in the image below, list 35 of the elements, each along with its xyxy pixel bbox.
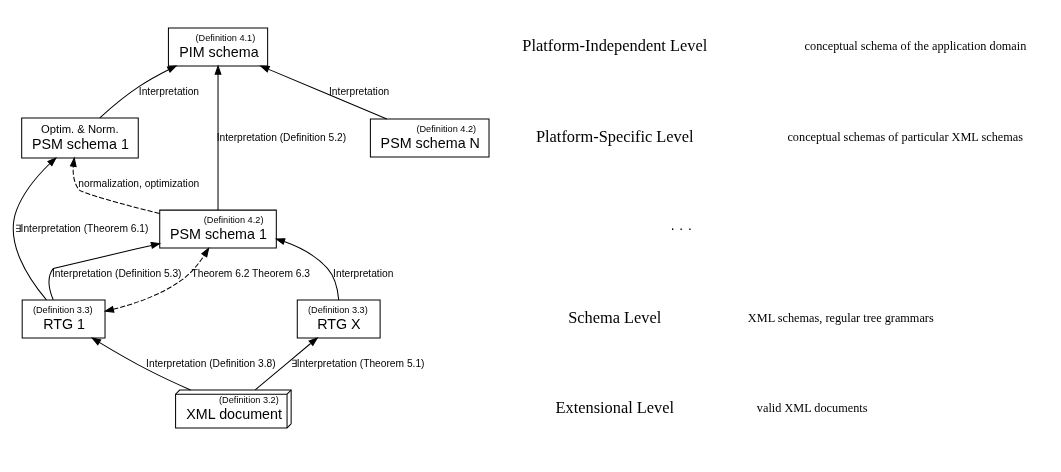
edge-label: Interpretation (Definition 5.2) [216,131,347,143]
edge-label: Theorem 6.2 Theorem 6.3 [191,267,311,279]
node-box: (Definition 4.1) PIM schema [167,27,269,66]
edge-label: ∃Interpretation (Theorem 5.1) [290,357,425,369]
edge-label: Interpretation [329,85,390,97]
label: conceptual schema of the application domain [804,38,1027,53]
edge-label: Interpretation (Definition 3.8) [146,357,276,369]
edge-label: Interpretation [138,85,200,97]
arrow [90,336,192,391]
arrow [214,64,222,211]
node-box: (Definition 3.3) RTG 1 [21,299,106,338]
arrow [259,64,388,119]
label: · · · [670,219,693,236]
edge-label: normalization, optimization [78,177,200,189]
label: Platform-Specific Level [535,126,694,146]
label: XML schemas, regular tree grammars [747,310,934,325]
arrow [99,64,178,118]
edge-label: Interpretation (Definition 5.3) [52,267,182,279]
label: Schema Level [568,307,662,327]
node-box: Optim. & Norm. PSM schema 1 [21,117,139,158]
label: Platform-Independent Level [522,35,708,55]
node-box: (Definition 4.2) PSM schema N [369,118,490,157]
arrow [254,336,319,390]
arrow [274,237,340,300]
arrow [69,156,160,214]
arrow [48,241,162,300]
label: valid XML documents [756,400,868,415]
label: conceptual schemas of particular XML schemas [787,129,1024,144]
edge-label: ∃Interpretation (Theorem 6.1) [14,222,149,234]
label: Extensional Level [555,397,675,417]
node-box: (Definition 3.3) RTG X [296,299,381,338]
edge-label: Interpretation [333,267,394,279]
node-box: (Definition 4.2) PSM schema 1 [159,209,277,248]
arrow [12,156,57,300]
arrow [103,246,210,313]
